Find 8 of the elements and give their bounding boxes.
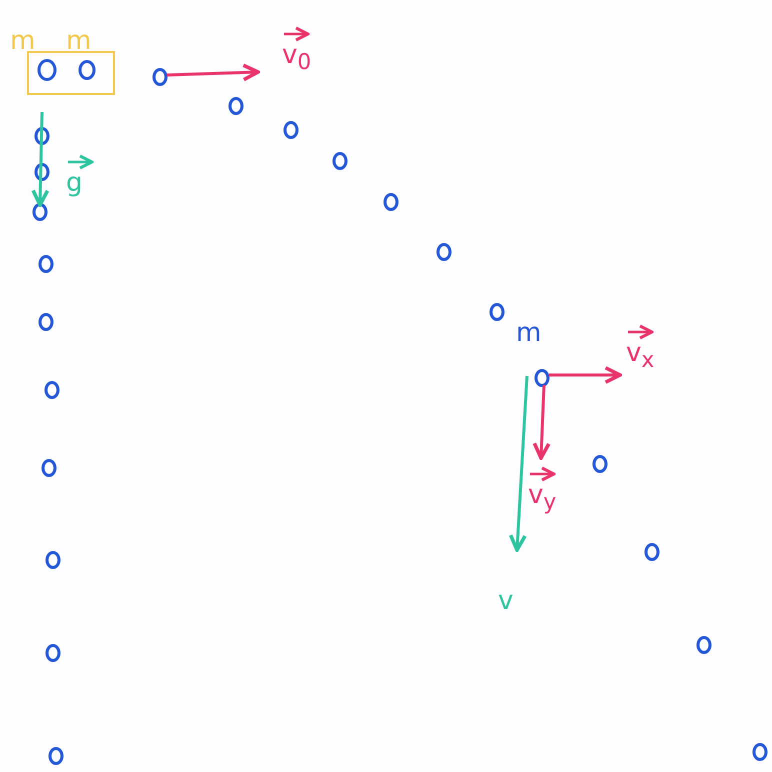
vector-label: v$_{0}$ — [282, 42, 312, 74]
vector-label: v$_{x}$ — [626, 340, 654, 372]
vector-label: v$_{y}$ — [528, 482, 556, 514]
symbol-label: m — [66, 28, 92, 54]
symbol-label: m — [10, 28, 36, 54]
symbol-label: v — [498, 588, 514, 614]
vector-label: g — [66, 170, 83, 196]
symbol-label: m — [516, 320, 542, 346]
